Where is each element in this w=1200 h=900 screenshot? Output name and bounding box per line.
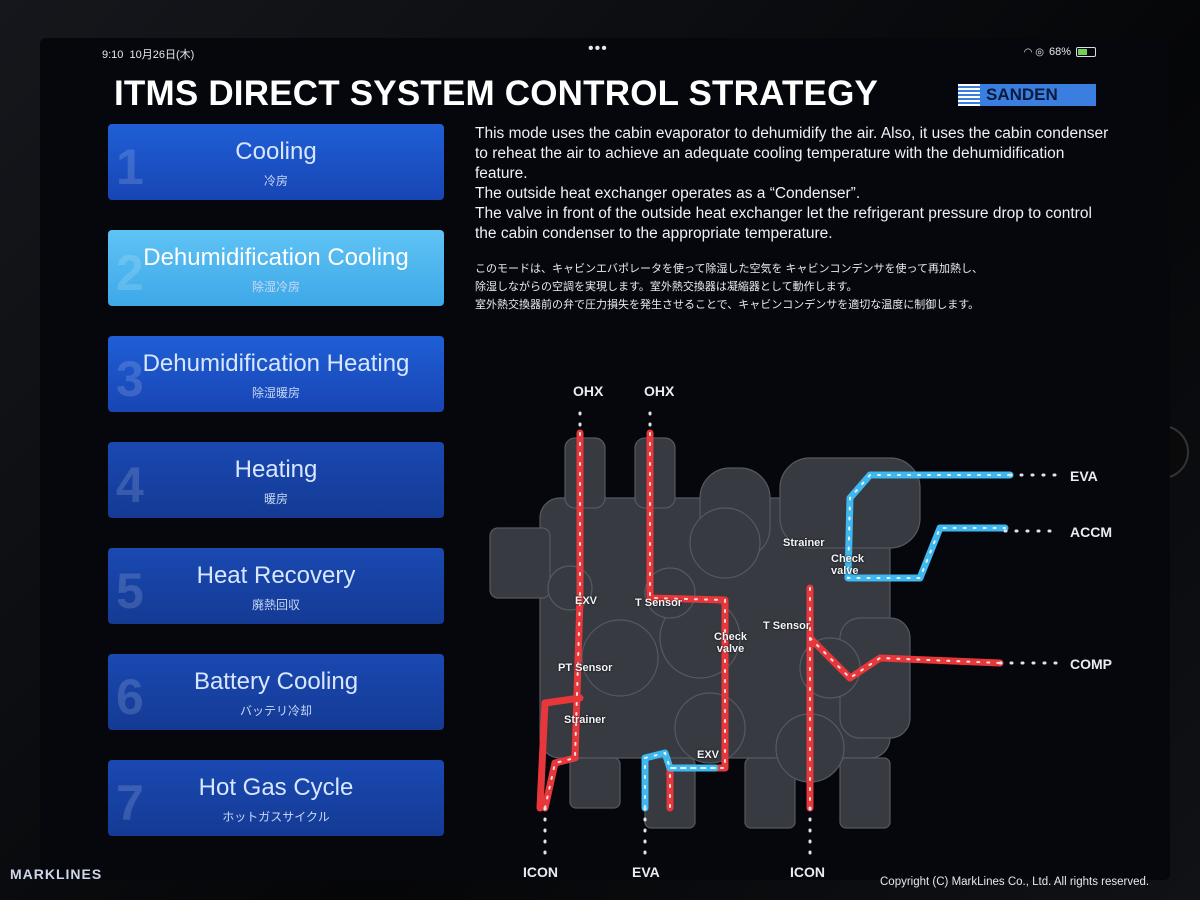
- mode-button-heat-recovery[interactable]: 5 Heat Recovery 廃熱回収: [108, 548, 444, 624]
- mode-sublabel: 冷房: [263, 174, 288, 188]
- description-line: 室外熱交換器前の弁で圧力損失を発生させることで、キャビンコンデンサを適切な温度に…: [475, 299, 980, 311]
- mode-button-hot-gas-cycle[interactable]: 7 Hot Gas Cycle ホットガスサイクル: [108, 760, 444, 836]
- label-exv-lower: EXV: [697, 749, 720, 761]
- label-ohx-right: OHX: [644, 383, 675, 399]
- brand-mark-icon: [958, 84, 980, 106]
- label-pt-sensor: PT Sensor: [558, 662, 613, 674]
- label-check-valve-right: Check valve: [831, 553, 865, 577]
- label-t-sensor-upper: T Sensor: [635, 597, 683, 609]
- mode-sublabel: 除湿冷房: [251, 280, 300, 294]
- refrigerant-flow-diagram: OHX OHX EVA ACCM COMP ICON EVA ICON EXV …: [470, 338, 1160, 880]
- mode-sublabel: 暖房: [263, 492, 288, 506]
- mode-button-cooling[interactable]: 1 Cooling 冷房: [108, 124, 444, 200]
- label-strainer-left: Strainer: [564, 714, 606, 726]
- screen: 9:10 10月26日(木) ••• ◠ ◎ 68% ITMS DIRECT S…: [40, 38, 1170, 880]
- battery-percent: 68%: [1048, 46, 1071, 58]
- module-body: [489, 437, 921, 829]
- description-paragraph: The valve in front of the outside heat e…: [475, 205, 1092, 242]
- status-right: ◠ ◎ 68%: [1024, 46, 1096, 58]
- mode-label: Heating: [234, 456, 318, 483]
- description-japanese: このモードは、キャビンエバポレータを使って除湿した空気を キャビンコンデンサを使…: [475, 260, 1115, 314]
- mode-number: 5: [116, 563, 144, 619]
- label-t-sensor-right: T Sensor: [763, 620, 811, 632]
- mode-sublabel: ホットガスサイクル: [222, 810, 330, 824]
- mode-number: 2: [116, 245, 144, 301]
- label-eva-inlet: EVA: [632, 864, 660, 880]
- mode-list: 1 Cooling 冷房 2 Dehumidification Cooling …: [108, 124, 444, 866]
- mode-button-dehumidification-cooling[interactable]: 2 Dehumidification Cooling 除湿冷房: [108, 230, 444, 306]
- mode-label: Dehumidification Cooling: [143, 244, 409, 271]
- label-icon-right: ICON: [790, 864, 825, 880]
- label-check-valve-center: Check valve: [714, 631, 748, 655]
- mode-sublabel: バッテリ冷却: [239, 704, 312, 718]
- description-line: 除湿しながらの空調を実現します。室外熱交換器は凝縮器として動作します。: [475, 281, 858, 293]
- label-ohx-left: OHX: [573, 383, 604, 399]
- connector-dots: [543, 411, 1062, 860]
- mode-label: Heat Recovery: [196, 562, 356, 589]
- mode-label: Battery Cooling: [193, 668, 359, 695]
- mode-button-dehumidification-heating[interactable]: 3 Dehumidification Heating 除湿暖房: [108, 336, 444, 412]
- mode-number: 7: [116, 775, 144, 831]
- footer-copyright: Copyright (C) MarkLines Co., Ltd. All ri…: [880, 876, 1150, 888]
- page-title: ITMS DIRECT SYSTEM CONTROL STRATEGY: [114, 74, 879, 113]
- mode-number: 1: [116, 139, 144, 195]
- mode-button-heating[interactable]: 4 Heating 暖房: [108, 442, 444, 518]
- multitask-dots[interactable]: •••: [588, 40, 608, 57]
- label-eva-outlet: EVA: [1070, 468, 1098, 484]
- label-icon-left: ICON: [523, 864, 558, 880]
- flow-dots: [544, 432, 1011, 809]
- mode-label: Hot Gas Cycle: [198, 774, 354, 801]
- label-strainer-right: Strainer: [783, 537, 825, 549]
- footer-logo: MARKLINES: [10, 866, 103, 882]
- description-paragraph: The outside heat exchanger operates as a…: [475, 185, 861, 202]
- mode-label: Cooling: [235, 138, 317, 165]
- mode-number: 3: [116, 351, 144, 407]
- description-paragraph: This mode uses the cabin evaporator to d…: [475, 125, 1109, 182]
- label-comp: COMP: [1070, 656, 1112, 672]
- diagram-svg: [489, 411, 1062, 860]
- mode-number: 6: [116, 669, 144, 725]
- mode-sublabel: 廃熱回収: [251, 598, 300, 612]
- battery-icon: [1076, 47, 1096, 57]
- brand-text: SANDEN: [986, 85, 1058, 104]
- mode-label: Dehumidification Heating: [142, 350, 410, 377]
- description-line: このモードは、キャビンエバポレータを使って除湿した空気を キャビンコンデンサを使…: [475, 263, 983, 275]
- mode-sublabel: 除湿暖房: [251, 386, 300, 400]
- label-accm: ACCM: [1070, 524, 1112, 540]
- status-time: 9:10 10月26日(木): [102, 49, 195, 61]
- label-exv-upper: EXV: [575, 595, 598, 607]
- wifi-icon: ◠ ◎: [1023, 46, 1044, 58]
- mode-number: 4: [116, 457, 144, 513]
- mode-button-battery-cooling[interactable]: 6 Battery Cooling バッテリ冷却: [108, 654, 444, 730]
- status-bar: 9:10 10月26日(木) ••• ◠ ◎ 68%: [40, 38, 1170, 64]
- description-english: This mode uses the cabin evaporator to d…: [475, 124, 1115, 244]
- brand-logo: SANDEN: [958, 84, 1096, 106]
